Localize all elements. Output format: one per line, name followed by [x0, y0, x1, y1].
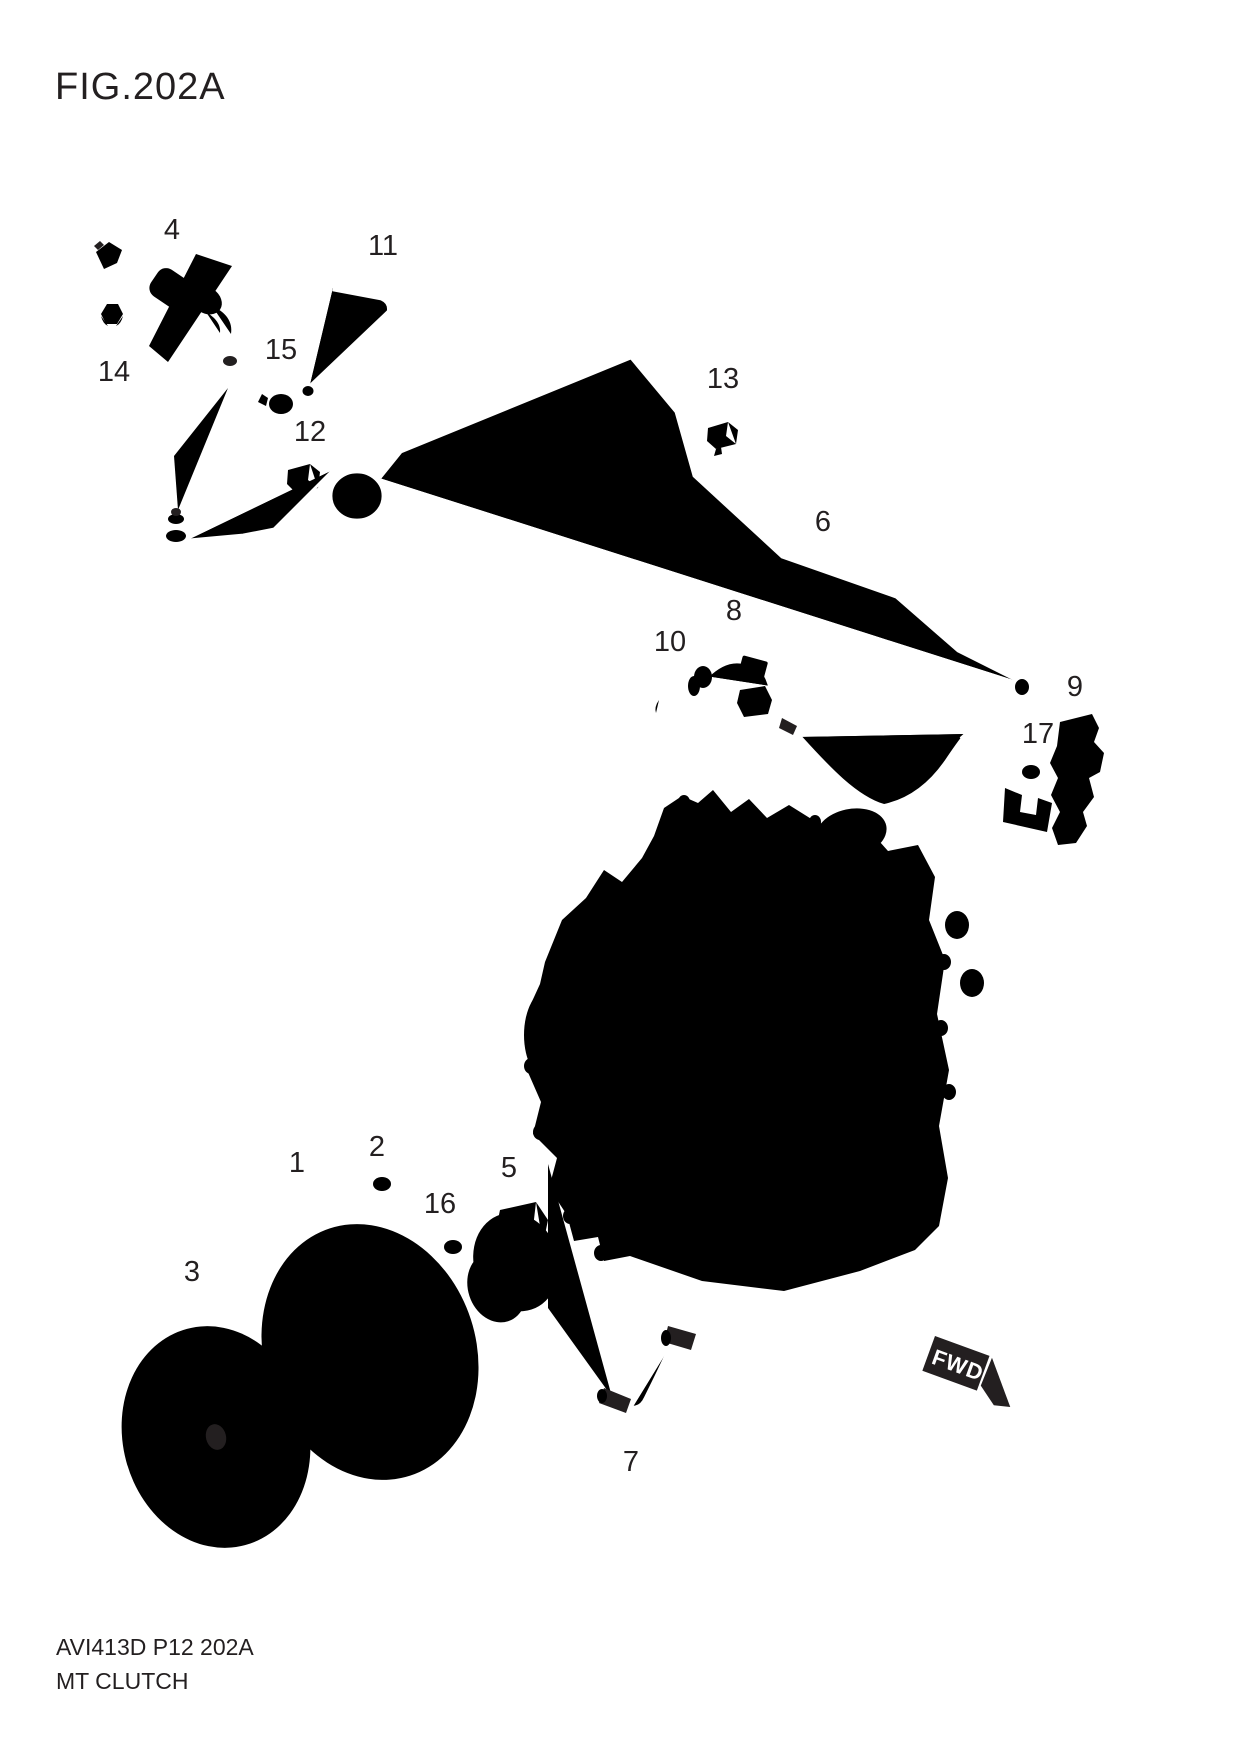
release-clip — [655, 676, 700, 713]
callout-6: 6 — [815, 506, 831, 538]
figure-caption: MT CLUTCH — [56, 1668, 189, 1694]
callout-leader-7 — [634, 1415, 641, 1448]
callout-10: 10 — [654, 626, 686, 658]
callout-leader-9 — [1072, 701, 1075, 720]
callout-leader-12 — [305, 446, 310, 463]
clutch-disc — [121, 1326, 311, 1548]
callout-15: 15 — [265, 334, 297, 366]
callout-leader-17 — [1036, 748, 1038, 762]
bracket-bolt — [1022, 757, 1082, 787]
callout-leader-10 — [670, 656, 673, 676]
callout-7: 7 — [623, 1446, 639, 1478]
callout-leader-16 — [441, 1218, 444, 1240]
callout-5: 5 — [501, 1152, 517, 1184]
callout-leader-1 — [298, 1177, 303, 1219]
release-cylinder — [467, 1202, 562, 1323]
fwd-arrow: FWD — [922, 1336, 1011, 1408]
callout-leader-8 — [734, 625, 737, 655]
bearing-bolt — [430, 1240, 462, 1259]
callout-leader-15 — [280, 364, 281, 392]
callout-16: 16 — [424, 1188, 456, 1220]
callout-leader-13 — [721, 393, 723, 419]
cover-bolt — [361, 1177, 391, 1201]
callout-leader-3 — [193, 1286, 197, 1325]
callout-leader-6 — [824, 536, 827, 564]
callout-4: 4 — [164, 214, 180, 246]
figure-code: AVI413D P12 202A — [56, 1634, 254, 1660]
callout-1: 1 — [289, 1147, 305, 1179]
callout-leader-5 — [510, 1182, 512, 1209]
nut — [101, 304, 123, 326]
callout-11: 11 — [368, 230, 398, 262]
callout-2: 2 — [369, 1131, 385, 1163]
clutch-hose — [302, 284, 394, 396]
connector-elbow — [694, 655, 789, 717]
callout-leader-14 — [113, 328, 114, 358]
clutch-master-cylinder — [94, 241, 240, 366]
assembly-leader-lines — [174, 289, 943, 1397]
bleeder-pipe — [597, 1324, 696, 1413]
flexible-hose — [778, 679, 1029, 808]
clutch-pipe — [166, 352, 1021, 684]
callout-leader-2 — [377, 1160, 378, 1180]
pipe-clip — [707, 422, 738, 456]
clutch-cover — [261, 1224, 479, 1480]
transmission-case — [524, 790, 984, 1291]
callout-3: 3 — [184, 1256, 200, 1288]
callout-12: 12 — [294, 416, 326, 448]
hose-clamp — [258, 394, 293, 414]
callout-8: 8 — [726, 595, 742, 627]
callout-leader-4 — [173, 244, 178, 270]
callout-13: 13 — [707, 363, 739, 395]
callout-14: 14 — [98, 356, 130, 388]
pipe-bracket — [1003, 714, 1104, 845]
callout-17: 17 — [1022, 718, 1054, 750]
figure-footer: AVI413D P12 202A MT CLUTCH — [56, 1630, 254, 1698]
callout-leader-11 — [383, 260, 387, 293]
callout-9: 9 — [1067, 671, 1083, 703]
figure-title: FIG.202A — [55, 66, 226, 108]
